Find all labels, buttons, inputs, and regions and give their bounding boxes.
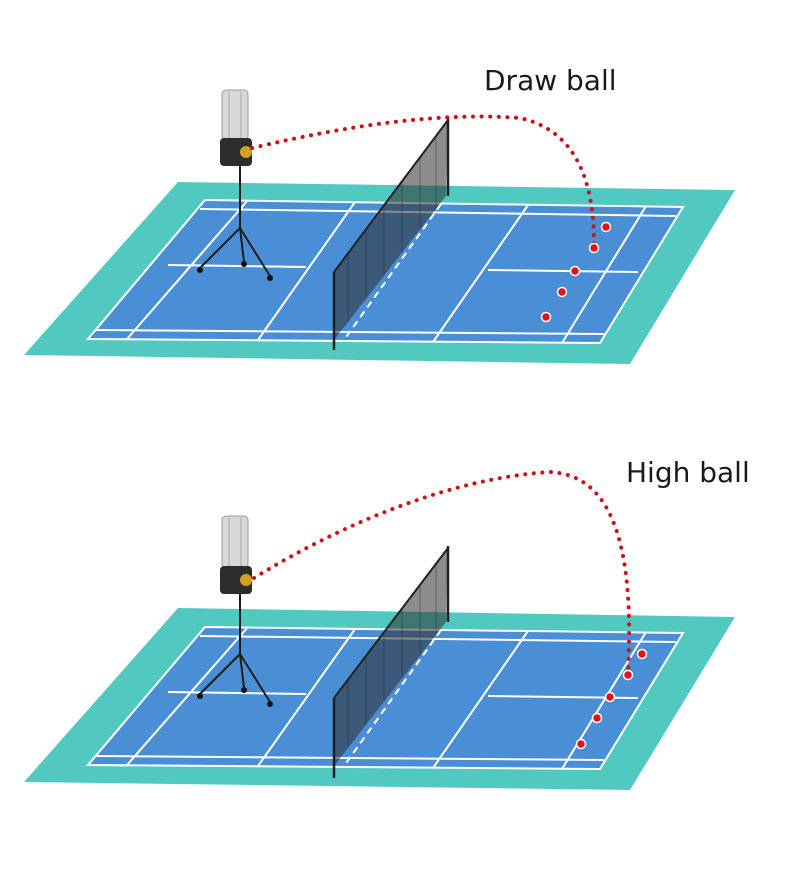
- landing-dot-icon: [591, 712, 603, 724]
- high-ball-scene: [24, 469, 735, 790]
- panel-title: High ball: [626, 456, 750, 489]
- landing-dot-icon: [569, 265, 581, 277]
- panel-title: Draw ball: [484, 64, 617, 97]
- landing-dot-icon: [588, 242, 600, 254]
- draw-ball-panel: Draw ball: [0, 0, 790, 420]
- shuttlecock-launcher-icon: [197, 515, 273, 707]
- landing-dot-icon: [575, 738, 587, 750]
- shuttlecock-launcher-icon: [197, 89, 273, 281]
- badminton-net-icon: [332, 118, 450, 350]
- high-ball-panel: High ball: [0, 420, 790, 840]
- court-lines: [85, 625, 685, 771]
- badminton-net-icon: [332, 546, 450, 778]
- landing-dot-icon: [636, 648, 648, 660]
- court-lines: [85, 198, 685, 345]
- shot-trajectory: [252, 469, 632, 676]
- shot-trajectory: [250, 114, 597, 250]
- landing-dot-icon: [540, 311, 552, 323]
- draw-ball-scene: [24, 89, 735, 364]
- landing-dot-icon: [556, 286, 568, 298]
- landing-dot-icon: [600, 221, 612, 233]
- landing-dot-icon: [604, 691, 616, 703]
- landing-dot-icon: [622, 669, 634, 681]
- landing-points: [540, 221, 612, 323]
- landing-points: [575, 648, 648, 750]
